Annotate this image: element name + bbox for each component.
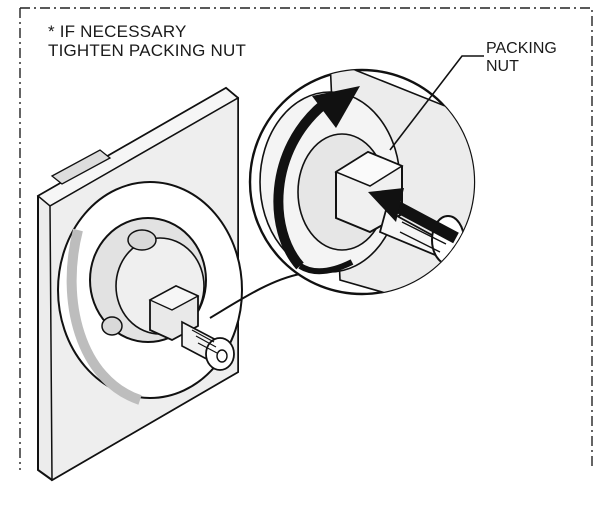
callout-line-1: PACKING (486, 40, 557, 57)
frame-border (19, 7, 593, 470)
rotation-arrowhead (312, 86, 360, 128)
push-arrow (393, 200, 459, 244)
push-arrowhead (368, 188, 404, 222)
magnify-leader (209, 273, 301, 319)
packing-nut-callout: PACKING NUT (486, 40, 557, 76)
note-line-2: TIGHTEN PACKING NUT (48, 41, 247, 60)
note-line-1: * IF NECESSARY (48, 22, 187, 41)
callout-leader (389, 55, 484, 151)
valve-body (89, 217, 235, 371)
callout-line-2: NUT (486, 58, 519, 75)
instruction-note: * IF NECESSARY TIGHTEN PACKING NUT (48, 22, 246, 60)
rotation-arrow (273, 100, 328, 270)
magnified-detail (248, 68, 476, 296)
set-screw-bottom (101, 316, 123, 336)
set-screw-top (127, 229, 157, 251)
